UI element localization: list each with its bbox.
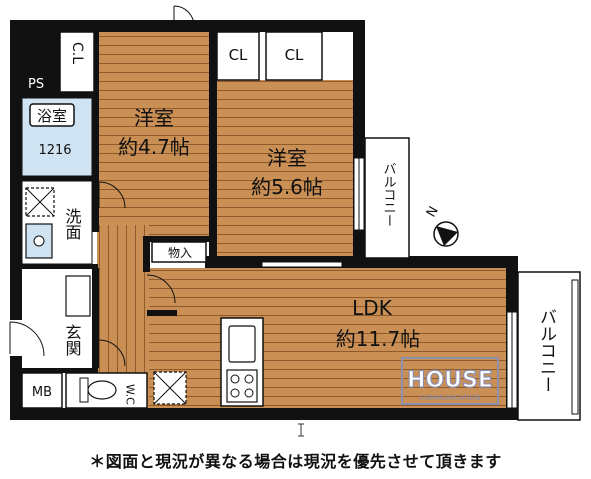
- washroom-label: 洗面: [63, 208, 82, 240]
- sink-icon: [228, 325, 256, 363]
- ldk-name: LDK: [352, 296, 393, 320]
- disclaimer-note: ＊図面と現況が異なる場合は現況を優先させて頂きます: [89, 452, 502, 471]
- closets: [22, 31, 323, 263]
- toilet-icon: [87, 380, 117, 400]
- ldk-floor: [147, 268, 506, 408]
- room2-size: 約5.6帖: [251, 175, 323, 199]
- toilet-tank: [79, 377, 89, 403]
- room-western-2-floor: [217, 80, 353, 258]
- unitbath-size: 1216: [38, 143, 71, 158]
- shoe-cabinet: [65, 275, 91, 317]
- balcony-small-label: バルコニー: [381, 162, 397, 227]
- closet-mid-label: CL: [229, 46, 248, 64]
- north-arrow: [433, 221, 459, 247]
- stove-icon: [226, 369, 258, 403]
- room1-size: 約4.7帖: [118, 135, 190, 159]
- closet-left-label: C.L: [69, 42, 85, 64]
- wc-label: W.C: [124, 384, 137, 405]
- windows: [261, 157, 518, 409]
- north-label: N: [424, 204, 442, 220]
- balcony-large-label: バルコニー: [536, 308, 556, 393]
- watermark-main: HOUSE: [407, 368, 493, 393]
- balcony-large: [517, 271, 581, 421]
- room1-name: 洋室: [134, 106, 174, 130]
- storage-label: 物入: [168, 246, 192, 260]
- bath-label-box: [29, 103, 75, 127]
- meter-box: [21, 372, 63, 409]
- entrance-label: 玄関: [63, 324, 82, 357]
- bath-label: 浴室: [37, 107, 67, 125]
- closet-right-label: CL: [285, 46, 304, 64]
- ps-label: PS: [28, 77, 44, 92]
- balcony-small: [364, 137, 410, 259]
- ldk-size: 約11.7帖: [336, 327, 421, 351]
- watermark: HOUSE COMMUNICATION: [401, 357, 499, 405]
- mb-label: MB: [32, 385, 52, 400]
- room2-name: 洋室: [267, 146, 307, 170]
- room-western-1-floor: [97, 32, 209, 237]
- text-cursor-icon: [298, 423, 304, 437]
- watermark-sub: COMMUNICATION: [419, 394, 480, 402]
